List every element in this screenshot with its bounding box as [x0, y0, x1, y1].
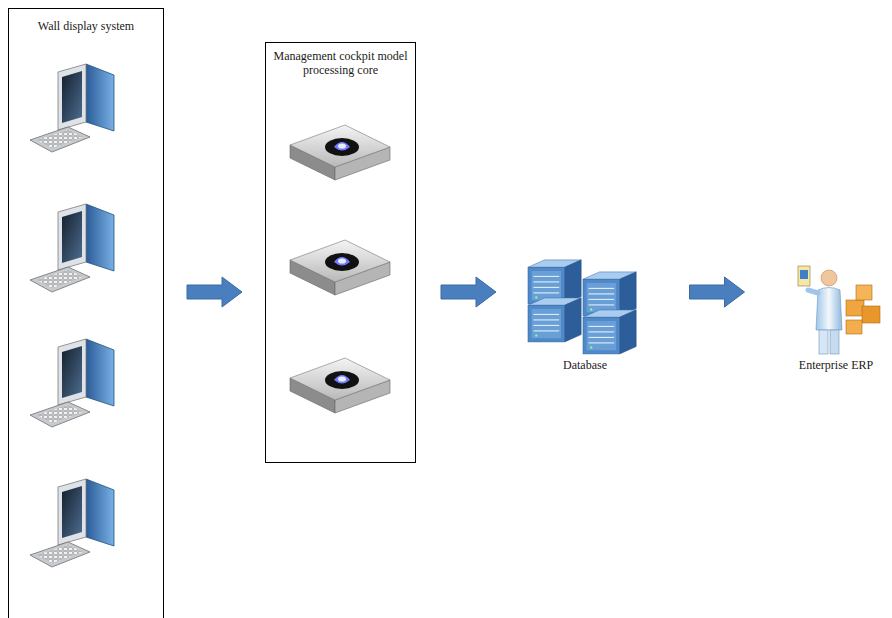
node-label: Enterprise ERP	[791, 358, 881, 372]
database-node: Database	[521, 252, 649, 374]
erp-person-icon	[798, 266, 880, 354]
node-label: Management cockpit model processing core	[272, 49, 409, 77]
computer-icons	[30, 64, 114, 567]
database-icon	[528, 260, 636, 354]
erp-node: Enterprise ERP	[785, 252, 887, 374]
display-system-panel: Wall display system	[8, 8, 164, 618]
node-label: Database	[527, 358, 643, 372]
node-label: Wall display system	[15, 19, 157, 33]
flow-arrow	[187, 277, 242, 307]
flow-arrow	[690, 277, 745, 307]
flow-arrow	[441, 277, 496, 307]
processing-core-panel: Management cockpit model processing core	[265, 42, 416, 463]
device-icons	[290, 125, 390, 413]
